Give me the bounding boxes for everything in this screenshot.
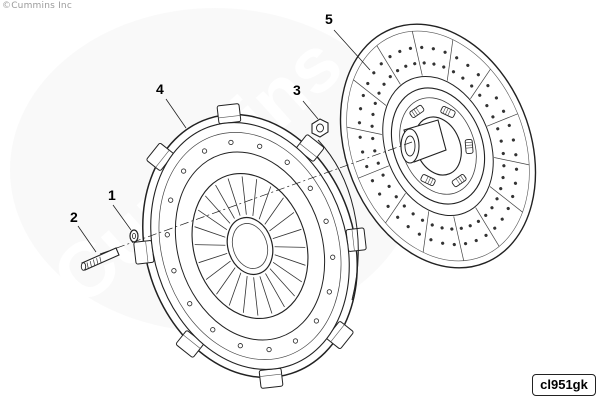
- cover-lugs: [133, 103, 367, 389]
- callout-1: 1: [108, 187, 116, 203]
- callout-3: 3: [293, 82, 301, 98]
- disc-hub: [400, 119, 447, 164]
- leader-lines: [77, 29, 371, 253]
- friction-rivets: [357, 45, 519, 247]
- drawing-reference-label: cl951gk: [532, 374, 596, 396]
- callout-2: 2: [70, 209, 78, 225]
- clutch-disc: [339, 23, 537, 269]
- friction-segments: [346, 31, 530, 261]
- threaded-stud: [80, 247, 120, 271]
- callout-4: 4: [156, 81, 164, 97]
- assembly-axis-line: [99, 141, 413, 255]
- copyright-notice: ©Cummins Inc: [2, 1, 72, 11]
- pressure-plate-assembly: [133, 103, 367, 389]
- hex-nut: [311, 118, 329, 138]
- diaphragm-spring-fingers: [194, 176, 306, 316]
- mounting-holes: [164, 139, 336, 353]
- lock-washer: [129, 229, 139, 243]
- stud-threads: [86, 256, 102, 270]
- callout-5: 5: [325, 11, 333, 27]
